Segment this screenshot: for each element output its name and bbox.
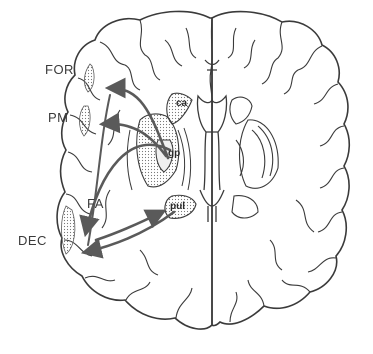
label-pul: pul: [170, 201, 185, 212]
right-gyri: [228, 22, 344, 322]
right-basal-ganglia: [230, 97, 278, 218]
label-gp: gp: [168, 148, 180, 159]
label-pm: PM: [48, 110, 69, 125]
label-dec: DEC: [18, 233, 47, 248]
left-hemisphere-outline: [57, 11, 212, 329]
label-for: FOR: [45, 62, 74, 77]
for-region: [84, 64, 94, 92]
arrow-to-dec-2: [86, 212, 174, 252]
label-fa: FA: [87, 196, 104, 211]
label-ca: ca: [176, 98, 187, 109]
arrow-fa: [88, 95, 110, 245]
right-hemisphere-outline: [212, 12, 349, 326]
pm-region: [80, 106, 91, 136]
dec-region: [62, 206, 75, 254]
